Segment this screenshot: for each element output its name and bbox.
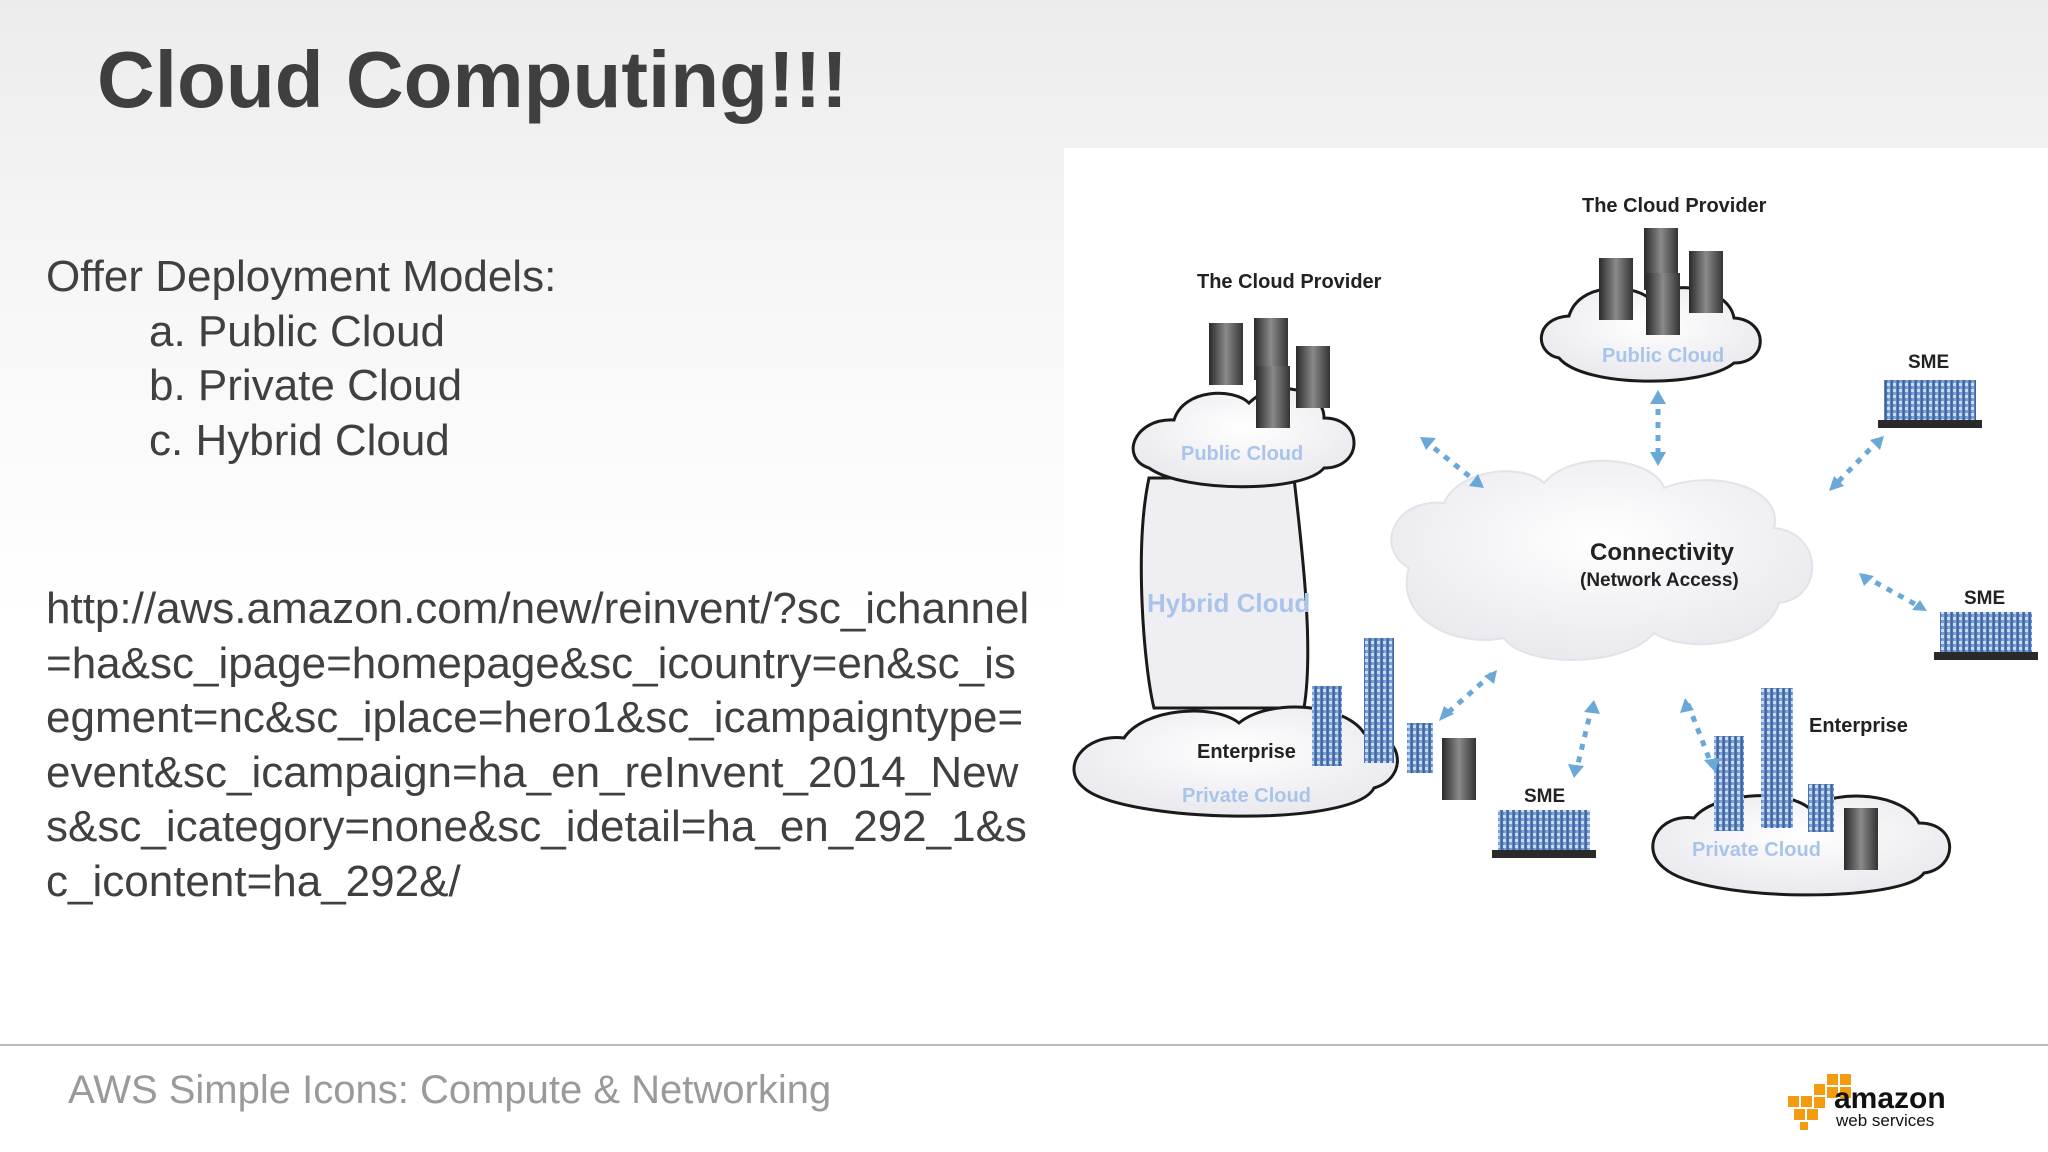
connection-arrows [1422, 396, 1924, 773]
building-icon [1808, 784, 1834, 832]
sme-right-label: SME [1964, 588, 2005, 609]
private-cloud-left-label: Private Cloud [1182, 785, 1311, 807]
public-cloud-left-label: Public Cloud [1181, 443, 1303, 465]
public-cloud-top-label: Public Cloud [1602, 345, 1724, 367]
connectivity-label: Connectivity [1590, 539, 1735, 566]
server-icon [1442, 738, 1476, 800]
deployment-models: Offer Deployment Models: a. Public Cloud… [46, 250, 556, 468]
deployment-item-public: a. Public Cloud [149, 306, 445, 356]
public-cloud-top [1540, 228, 1762, 383]
building-icon [1761, 688, 1793, 828]
building-icon [1714, 736, 1744, 831]
public-cloud-left [1131, 318, 1356, 489]
footer-divider [0, 1044, 2048, 1046]
sme-building-right [1934, 612, 2038, 660]
server-icon [1844, 808, 1878, 870]
deployment-heading: Offer Deployment Models: [46, 252, 557, 301]
deployment-item-private: b. Private Cloud [149, 361, 463, 410]
arrow-heads [1420, 390, 1927, 778]
server-icon [1646, 273, 1680, 335]
footer-caption: AWS Simple Icons: Compute & Networking [68, 1068, 832, 1112]
provider-top-label: The Cloud Provider [1582, 195, 1767, 217]
deployment-item-hybrid: c. Hybrid Cloud [149, 415, 450, 465]
server-icon [1209, 323, 1243, 385]
server-icon [1599, 258, 1633, 320]
network-access-label: (Network Access) [1580, 570, 1739, 591]
connectivity-cloud [1390, 459, 1814, 661]
hybrid-cloud-label: Hybrid Cloud [1147, 588, 1310, 618]
building-icon [1364, 638, 1394, 763]
enterprise-left-label: Enterprise [1197, 741, 1296, 763]
logo-brand-text: amazon [1834, 1082, 1946, 1115]
server-icon [1296, 346, 1330, 408]
sme-building-top-right [1878, 380, 1982, 428]
cloud-deployment-diagram: The Cloud Provider The Cloud Provider Pu… [1064, 148, 2048, 908]
private-cloud-right [1651, 688, 1952, 897]
logo-sub-text: web services [1835, 1111, 1934, 1130]
enterprise-right-label: Enterprise [1809, 715, 1908, 737]
private-cloud-left [1072, 638, 1476, 818]
aws-logo-icon: amazon web services [1788, 1074, 1946, 1130]
server-icon [1256, 366, 1290, 428]
sme-top-right-label: SME [1908, 352, 1949, 373]
diagram-canvas: The Cloud Provider The Cloud Provider Pu… [1072, 195, 2038, 897]
sme-building-bottom [1492, 810, 1596, 858]
amazon-web-services-logo: amazon web services [1786, 1070, 2001, 1132]
provider-left-label: The Cloud Provider [1197, 271, 1382, 293]
slide-title: Cloud Computing!!! [97, 35, 848, 124]
building-icon [1407, 723, 1433, 773]
reference-url: http://aws.amazon.com/new/reinvent/?sc_i… [46, 584, 1030, 906]
private-cloud-right-label: Private Cloud [1692, 839, 1821, 861]
server-icon [1689, 251, 1723, 313]
building-icon [1312, 686, 1342, 766]
sme-bottom-label: SME [1524, 786, 1565, 807]
